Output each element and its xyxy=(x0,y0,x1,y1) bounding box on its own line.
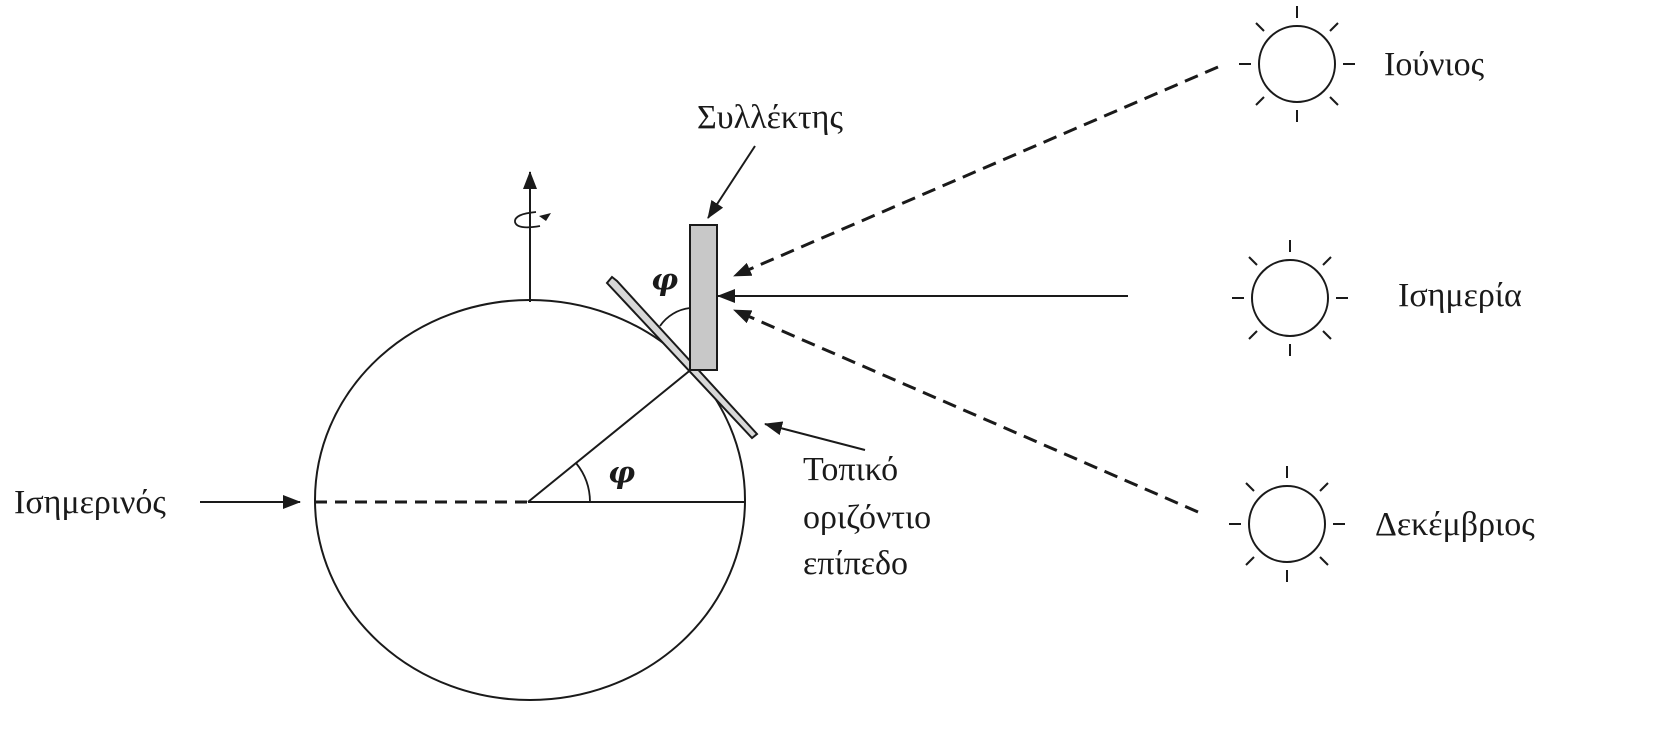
tilt-angle-label: φ xyxy=(651,263,678,298)
local-plane-label-line3: επίπεδο xyxy=(803,545,908,582)
tilt-angle-arc xyxy=(659,307,691,327)
sun-icon xyxy=(1229,466,1345,582)
latitude-radius-line xyxy=(527,367,694,503)
collector-label: Συλλέκτης xyxy=(697,99,843,136)
equinox-label: Ισημερία xyxy=(1398,277,1522,314)
latitude-angle-arc xyxy=(575,462,591,503)
plane-pointer-arrow xyxy=(764,421,866,451)
december-label: Δεκέμβριος xyxy=(1375,506,1535,543)
collector-panel xyxy=(689,224,718,371)
collector-pointer-arrow xyxy=(707,145,756,219)
december-ray-dashed xyxy=(733,308,1199,514)
sun-icon xyxy=(1239,6,1355,122)
sun-icon xyxy=(1232,240,1348,356)
local-plane-label-line1: Τοπικό xyxy=(803,451,898,488)
rotation-arrow-icon xyxy=(514,211,551,229)
latitude-angle-label: φ xyxy=(608,456,635,491)
local-horizontal-plane xyxy=(605,275,759,440)
local-plane-label-line2: οριζόντιο xyxy=(803,499,931,536)
equator-label: Ισημερινός xyxy=(14,484,166,521)
june-label: Ιούνιος xyxy=(1384,46,1485,83)
